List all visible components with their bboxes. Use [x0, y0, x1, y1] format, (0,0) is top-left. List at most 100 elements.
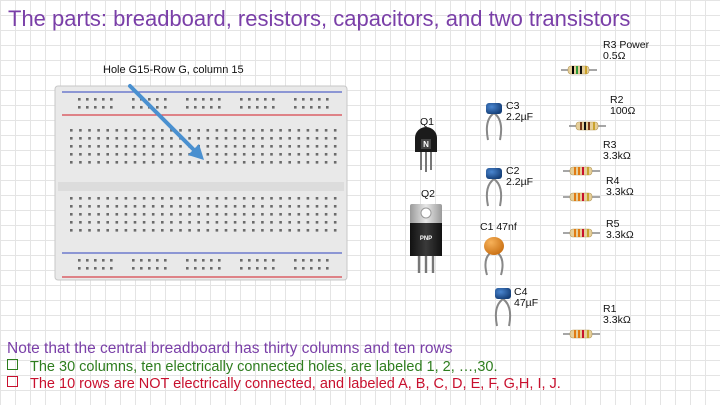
breadboard-hole: [248, 259, 251, 262]
breadboard-hole: [110, 267, 113, 270]
breadboard-hole: [224, 161, 228, 164]
pointer-arrow: [128, 84, 204, 160]
breadboard-hole: [197, 197, 200, 200]
breadboard-hole: [151, 145, 155, 148]
breadboard-hole: [102, 259, 105, 262]
breadboard-hole: [294, 106, 297, 109]
breadboard-hole: [272, 98, 275, 101]
breadboard-hole: [270, 153, 273, 156]
breadboard-hole: [252, 145, 255, 148]
capacitor-c3: [485, 103, 503, 141]
breadboard-hole: [78, 267, 81, 270]
breadboard-hole: [97, 213, 100, 216]
q2-marking: PNP: [420, 236, 432, 242]
breadboard-hole: [197, 129, 200, 132]
breadboard-hole: [297, 161, 301, 164]
r1-name: R1: [603, 303, 617, 315]
breadboard-hole: [170, 213, 173, 216]
breadboard-hole: [294, 267, 297, 270]
transistor-q1: [415, 127, 437, 172]
breadboard-hole: [302, 259, 305, 262]
resistor-r1: [563, 329, 600, 339]
checkbox-bullet-icon: [7, 376, 18, 387]
breadboard-hole: [79, 213, 82, 216]
breadboard-hole: [132, 106, 135, 109]
breadboard-hole: [161, 145, 164, 148]
r3-value: 3.3kΩ: [603, 150, 631, 162]
breadboard-hole: [288, 161, 291, 164]
breadboard-hole: [252, 161, 255, 164]
breadboard-hole: [151, 153, 155, 156]
breadboard-hole: [333, 129, 337, 132]
breadboard-hole: [70, 145, 73, 148]
breadboard-hole: [310, 259, 313, 262]
breadboard-hole: [261, 229, 264, 232]
breadboard-hole: [261, 161, 264, 164]
breadboard-hole: [215, 197, 219, 200]
breadboard-hole: [233, 197, 237, 200]
breadboard-hole: [306, 153, 310, 156]
breadboard-hole: [124, 129, 128, 132]
note-heading: Note that the central breadboard has thi…: [7, 340, 453, 357]
breadboard-hole: [132, 259, 135, 262]
breadboard-hole: [242, 129, 246, 132]
c4-value: 47µF: [514, 297, 539, 309]
breadboard-hole: [218, 106, 221, 109]
r3-power-name: R3 Power: [603, 39, 650, 51]
breadboard-hole: [270, 129, 273, 132]
breadboard-hole: [224, 221, 228, 224]
breadboard-hole: [261, 197, 264, 200]
breadboard-hole: [142, 145, 146, 148]
breadboard-hole: [133, 205, 137, 208]
breadboard-hole: [233, 161, 237, 164]
breadboard-hole: [324, 197, 328, 200]
r5-value: 3.3kΩ: [606, 229, 634, 241]
breadboard-hole: [210, 259, 213, 262]
resistor-r4: [563, 192, 600, 202]
breadboard-hole: [161, 197, 164, 200]
breadboard-hole: [186, 98, 189, 101]
breadboard-hole: [115, 129, 119, 132]
breadboard-hole: [70, 213, 73, 216]
breadboard-hole: [279, 161, 282, 164]
breadboard-hole: [133, 137, 137, 140]
breadboard-hole: [242, 213, 246, 216]
breadboard-hole: [333, 205, 337, 208]
breadboard-hole: [306, 161, 310, 164]
breadboard-hole: [124, 137, 128, 140]
breadboard-hole: [161, 137, 164, 140]
breadboard-hole: [70, 221, 73, 224]
breadboard-hole: [270, 161, 273, 164]
breadboard-hole: [79, 153, 82, 156]
breadboard-hole: [272, 259, 275, 262]
breadboard-hole: [148, 259, 151, 262]
breadboard-hole: [106, 221, 109, 224]
breadboard-hole: [179, 145, 182, 148]
breadboard-hole: [102, 267, 105, 270]
breadboard-hole: [115, 205, 119, 208]
breadboard-hole: [124, 153, 128, 156]
breadboard-hole: [264, 98, 267, 101]
breadboard-hole: [115, 229, 119, 232]
resistor-r3-power: [561, 65, 597, 75]
breadboard-hole: [106, 213, 109, 216]
breadboard-hole: [218, 98, 221, 101]
breadboard-hole: [326, 267, 329, 270]
breadboard-hole: [242, 205, 246, 208]
breadboard-hole: [215, 145, 219, 148]
breadboard-hole: [188, 205, 191, 208]
breadboard-hole: [88, 229, 91, 232]
breadboard-hole: [240, 106, 243, 109]
breadboard-hole: [115, 221, 119, 224]
breadboard-hole: [70, 205, 73, 208]
breadboard-hole: [86, 98, 89, 101]
breadboard-hole: [78, 98, 81, 101]
breadboard-hole: [70, 197, 73, 200]
breadboard-hole: [164, 106, 167, 109]
breadboard-hole: [318, 259, 321, 262]
checkbox-bullet-icon: [7, 359, 18, 370]
breadboard-hole: [333, 221, 337, 224]
r2-value: 100Ω: [610, 105, 636, 117]
breadboard-hole: [333, 145, 337, 148]
breadboard-hole: [156, 267, 159, 270]
